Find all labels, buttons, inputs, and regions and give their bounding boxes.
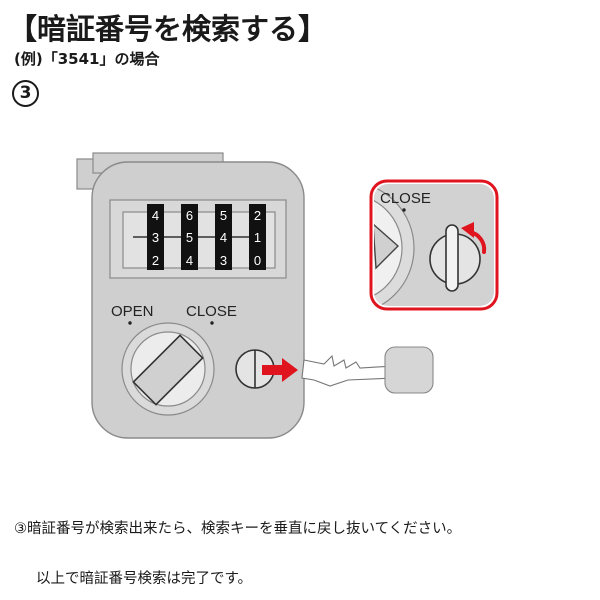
- step-number-badge: 3: [12, 80, 39, 107]
- combination-dial-2[interactable]: 6 5 4: [181, 204, 198, 270]
- close-indicator-dot: [210, 321, 214, 325]
- dial-1-bottom-digit: 2: [152, 253, 159, 268]
- dial-2-bottom-digit: 4: [186, 253, 193, 268]
- dial-4-bottom-digit: 0: [254, 253, 261, 268]
- dial-3-middle-digit: 4: [220, 230, 227, 245]
- rotate-arrow-head: [461, 222, 474, 238]
- combination-dial-1[interactable]: 4 3 2: [147, 204, 164, 270]
- dial-1-middle-digit: 3: [152, 230, 159, 245]
- open-label: OPEN: [111, 303, 154, 320]
- dial-1-top-digit: 4: [152, 208, 159, 223]
- dial-3-bottom-digit: 3: [220, 253, 227, 268]
- keyhole[interactable]: [235, 349, 275, 389]
- combination-dial-3[interactable]: 5 4 3: [215, 204, 232, 270]
- keyhole-zoom-detail: CLOSE: [369, 179, 499, 311]
- example-subtitle: (例)「3541」の場合: [14, 50, 160, 68]
- dial-2-top-digit: 6: [186, 208, 193, 223]
- zoom-close-label: CLOSE: [380, 190, 431, 207]
- instruction-step-marker: ③: [14, 521, 27, 537]
- combination-dial-4[interactable]: 2 1 0: [249, 204, 266, 270]
- close-label: CLOSE: [186, 303, 237, 320]
- dial-4-middle-digit: 1: [254, 230, 261, 245]
- open-indicator-dot: [128, 321, 132, 325]
- instruction-body: 暗証番号が検索出来たら、検索キーを垂直に戻し抜いてください。: [27, 521, 462, 537]
- dial-4-top-digit: 2: [254, 208, 261, 223]
- completion-text: 以上で暗証番号検索は完了です。: [36, 571, 253, 587]
- lock-knob[interactable]: [121, 322, 215, 416]
- insert-arrow-icon: [262, 358, 298, 382]
- dial-2-middle-digit: 5: [186, 230, 193, 245]
- dial-3-top-digit: 5: [220, 208, 227, 223]
- page-title: 【暗証番号を検索する】: [8, 12, 328, 46]
- zoom-close-indicator-dot: [402, 208, 406, 212]
- search-key[interactable]: [301, 346, 434, 394]
- instruction-text: ③暗証番号が検索出来たら、検索キーを垂直に戻し抜いてください。: [14, 517, 461, 538]
